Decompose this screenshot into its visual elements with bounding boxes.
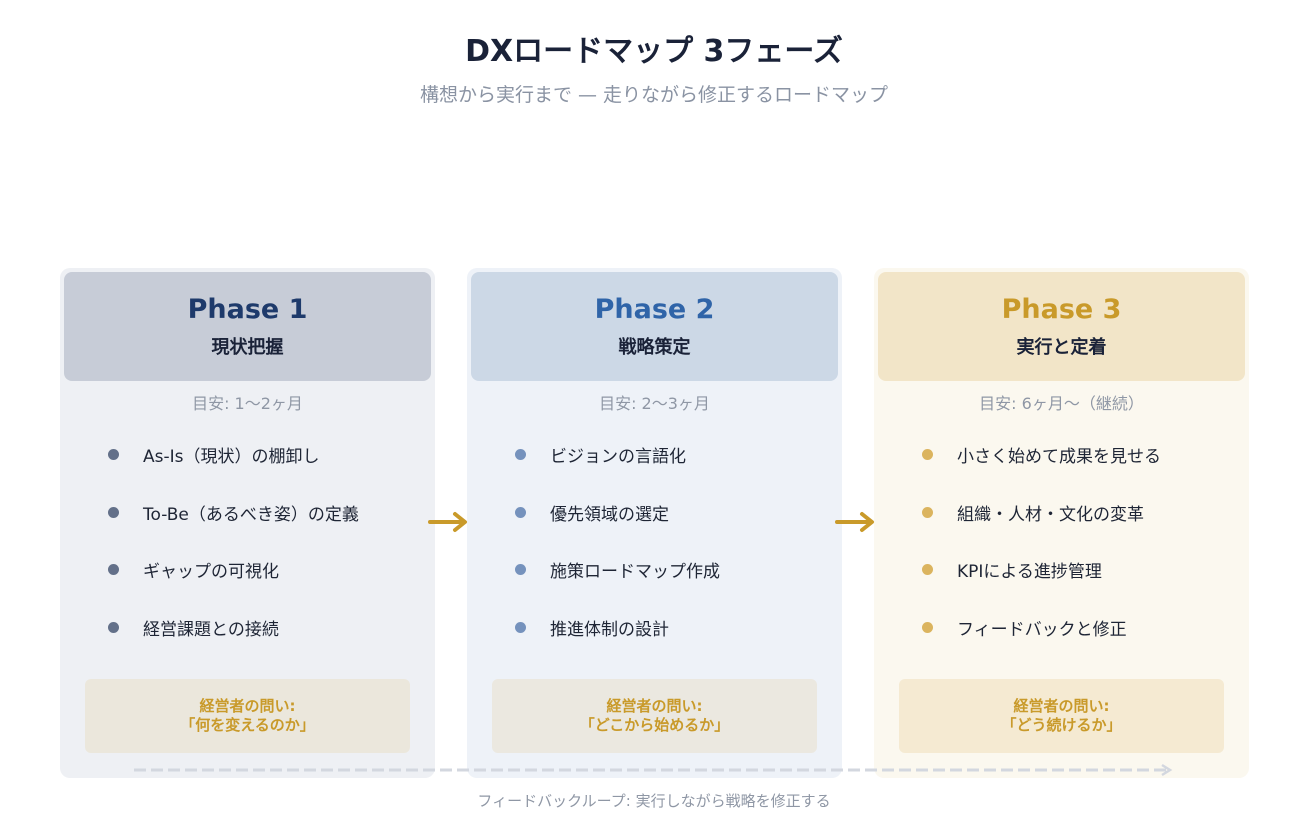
list-item: 施策ロードマップ作成 <box>515 557 720 582</box>
bullet-icon <box>922 507 933 518</box>
phase-header: Phase 3 実行と定着 <box>878 272 1245 381</box>
page-title: DXロードマップ 3フェーズ <box>465 34 843 69</box>
bullet-icon <box>108 564 119 575</box>
item-text: To-Be（あるべき姿）の定義 <box>143 505 359 525</box>
executive-question: 経営者の問い:「どう続けるか」 <box>899 679 1224 753</box>
question-text: 「どう続けるか」 <box>1001 716 1122 734</box>
list-item: ギャップの可視化 <box>108 557 279 582</box>
phase-name: 現状把握 <box>211 337 284 358</box>
bullet-icon <box>515 564 526 575</box>
list-item: 推進体制の設計 <box>515 615 669 640</box>
item-text: フィードバックと修正 <box>957 620 1127 640</box>
bullet-icon <box>108 449 119 460</box>
phase-duration: 目安: 6ヶ月〜（継続） <box>979 394 1144 413</box>
bullet-icon <box>108 507 119 518</box>
question-label: 経営者の問い: <box>1013 697 1110 715</box>
item-text: 小さく始めて成果を見せる <box>957 447 1161 467</box>
list-item: KPIによる進捗管理 <box>922 557 1102 582</box>
bullet-icon <box>108 622 119 633</box>
phase-header: Phase 2 戦略策定 <box>471 272 838 381</box>
phase-duration: 目安: 1〜2ヶ月 <box>192 394 303 413</box>
list-item: As-Is（現状）の棚卸し <box>108 442 320 467</box>
item-text: 組織・人材・文化の変革 <box>957 505 1144 525</box>
bullet-icon <box>922 622 933 633</box>
executive-question: 経営者の問い:「何を変えるのか」 <box>85 679 410 753</box>
phase-card-3: Phase 3 実行と定着 目安: 6ヶ月〜（継続） 小さく始めて成果を見せる … <box>874 268 1249 778</box>
bullet-icon <box>515 622 526 633</box>
item-text: As-Is（現状）の棚卸し <box>143 447 320 467</box>
list-item: フィードバックと修正 <box>922 615 1127 640</box>
feedback-loop-label: フィードバックループ: 実行しながら戦略を修正する <box>477 792 831 810</box>
bullet-icon <box>515 449 526 460</box>
item-text: ビジョンの言語化 <box>550 447 686 467</box>
item-text: KPIによる進捗管理 <box>957 562 1102 582</box>
feedback-loop-arrow <box>134 763 1173 777</box>
list-item: 組織・人材・文化の変革 <box>922 500 1144 525</box>
phase-name: 実行と定着 <box>1016 337 1107 358</box>
item-text: ギャップの可視化 <box>143 562 279 582</box>
bullet-icon <box>922 564 933 575</box>
question-text: 「どこから始めるか」 <box>579 716 730 734</box>
list-item: 小さく始めて成果を見せる <box>922 442 1161 467</box>
arrow-right-icon <box>428 512 467 532</box>
bullet-icon <box>922 449 933 460</box>
list-item: 経営課題との接続 <box>108 615 279 640</box>
phase-duration: 目安: 2〜3ヶ月 <box>599 394 710 413</box>
question-label: 経営者の問い: <box>199 697 296 715</box>
phase-label: Phase 2 <box>594 294 715 325</box>
item-text: 経営課題との接続 <box>143 620 279 640</box>
phase-label: Phase 1 <box>187 294 308 325</box>
phase-label: Phase 3 <box>1001 294 1122 325</box>
item-text: 施策ロードマップ作成 <box>550 562 720 582</box>
item-text: 推進体制の設計 <box>550 620 669 640</box>
executive-question: 経営者の問い:「どこから始めるか」 <box>492 679 817 753</box>
list-item: 優先領域の選定 <box>515 500 669 525</box>
item-text: 優先領域の選定 <box>550 505 669 525</box>
phase-card-1: Phase 1 現状把握 目安: 1〜2ヶ月 As-Is（現状）の棚卸し To-… <box>60 268 435 778</box>
bullet-icon <box>515 507 526 518</box>
arrow-right-icon <box>835 512 874 532</box>
phase-card-2: Phase 2 戦略策定 目安: 2〜3ヶ月 ビジョンの言語化 優先領域の選定 … <box>467 268 842 778</box>
phase-header: Phase 1 現状把握 <box>64 272 431 381</box>
list-item: To-Be（あるべき姿）の定義 <box>108 500 359 525</box>
question-text: 「何を変えるのか」 <box>180 716 315 734</box>
phase-name: 戦略策定 <box>618 337 691 358</box>
question-label: 経営者の問い: <box>606 697 703 715</box>
page-subtitle: 構想から実行まで — 走りながら修正するロードマップ <box>419 84 889 106</box>
list-item: ビジョンの言語化 <box>515 442 686 467</box>
